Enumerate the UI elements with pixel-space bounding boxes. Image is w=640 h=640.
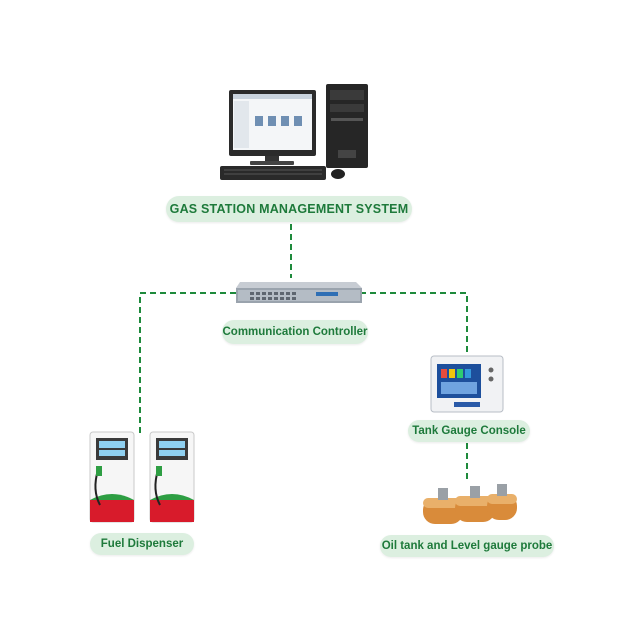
fuel-dispenser-label: Fuel Dispenser (90, 533, 194, 555)
oil-tank-probe-label: Oil tank and Level gauge probe (380, 535, 554, 557)
communication-controller-label: Communication Controller (222, 320, 368, 344)
connector-controller-to-dispenser (139, 292, 236, 436)
connector-controller-to-console (360, 292, 468, 355)
management-system-label: GAS STATION MANAGEMENT SYSTEM (166, 196, 412, 222)
tank-gauge-console-label: Tank Gauge Console (408, 420, 530, 442)
